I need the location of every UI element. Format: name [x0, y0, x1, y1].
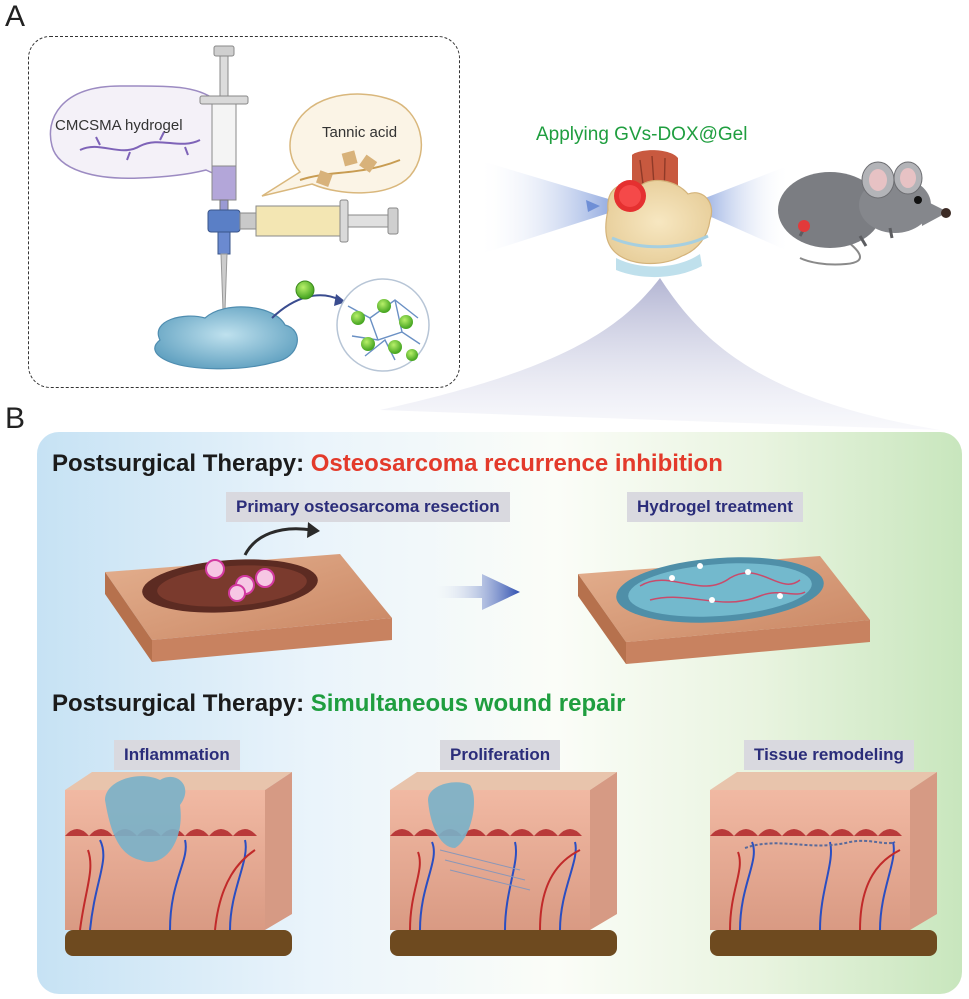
hydrogel-network-icon: [336, 278, 430, 372]
mouse-icon: [778, 161, 951, 266]
tannic-acid-label: Tannic acid: [322, 124, 398, 141]
tag-inflammation: Inflammation: [114, 740, 240, 770]
resection-arrow-head: [307, 522, 320, 538]
heading2-highlight: Simultaneous wound repair: [310, 690, 626, 717]
panel-label-b: B: [5, 402, 26, 435]
tannic-acid-bubble: [261, 93, 423, 197]
tag-resection: Primary osteosarcoma resection: [226, 492, 510, 522]
free-nanoparticle-icon: [295, 280, 315, 300]
heading1-prefix: Postsurgical Therapy:: [52, 450, 305, 477]
skin-block-remodeling: [710, 772, 937, 956]
panel-a-dashed-frame: [28, 36, 460, 388]
panel-label-a: A: [5, 0, 26, 33]
skin-block-proliferation: [390, 772, 617, 956]
left-cone: [478, 160, 612, 255]
resection-arrow: [243, 527, 313, 556]
vertical-syringe: [199, 45, 249, 213]
skin-block-inflammation: [65, 772, 292, 956]
down-cone: [380, 278, 940, 430]
tag-proliferation: Proliferation: [440, 740, 561, 770]
cmcsma-hydrogel-label: CMCSMA hydrogel: [55, 117, 183, 134]
cmcsma-bubble: [49, 85, 233, 183]
horizontal-syringe: [239, 199, 399, 243]
hydrogel-blob: [154, 306, 298, 370]
tag-tissue-remodeling: Tissue remodeling: [744, 740, 914, 770]
left-cone-tip: [586, 200, 600, 212]
tag-hydrogel-treatment: Hydrogel treatment: [627, 492, 803, 522]
resection-tissue-block: [105, 554, 392, 662]
heading-wound-repair: Postsurgical Therapy: Simultaneous wound…: [52, 690, 625, 718]
hydrogel-treated-tissue-block: [578, 556, 870, 664]
heading1-highlight: Osteosarcoma recurrence inhibition: [310, 450, 723, 477]
heading-recurrence-inhibition: Postsurgical Therapy: Osteosarcoma recur…: [52, 450, 723, 478]
syringe-connector: [207, 209, 241, 311]
applying-gel-title: Applying GVs-DOX@Gel: [536, 124, 748, 145]
right-cone: [700, 165, 790, 252]
knee-joint-icon: [605, 150, 713, 278]
heading2-prefix: Postsurgical Therapy:: [52, 690, 305, 717]
process-arrow: [430, 574, 520, 610]
